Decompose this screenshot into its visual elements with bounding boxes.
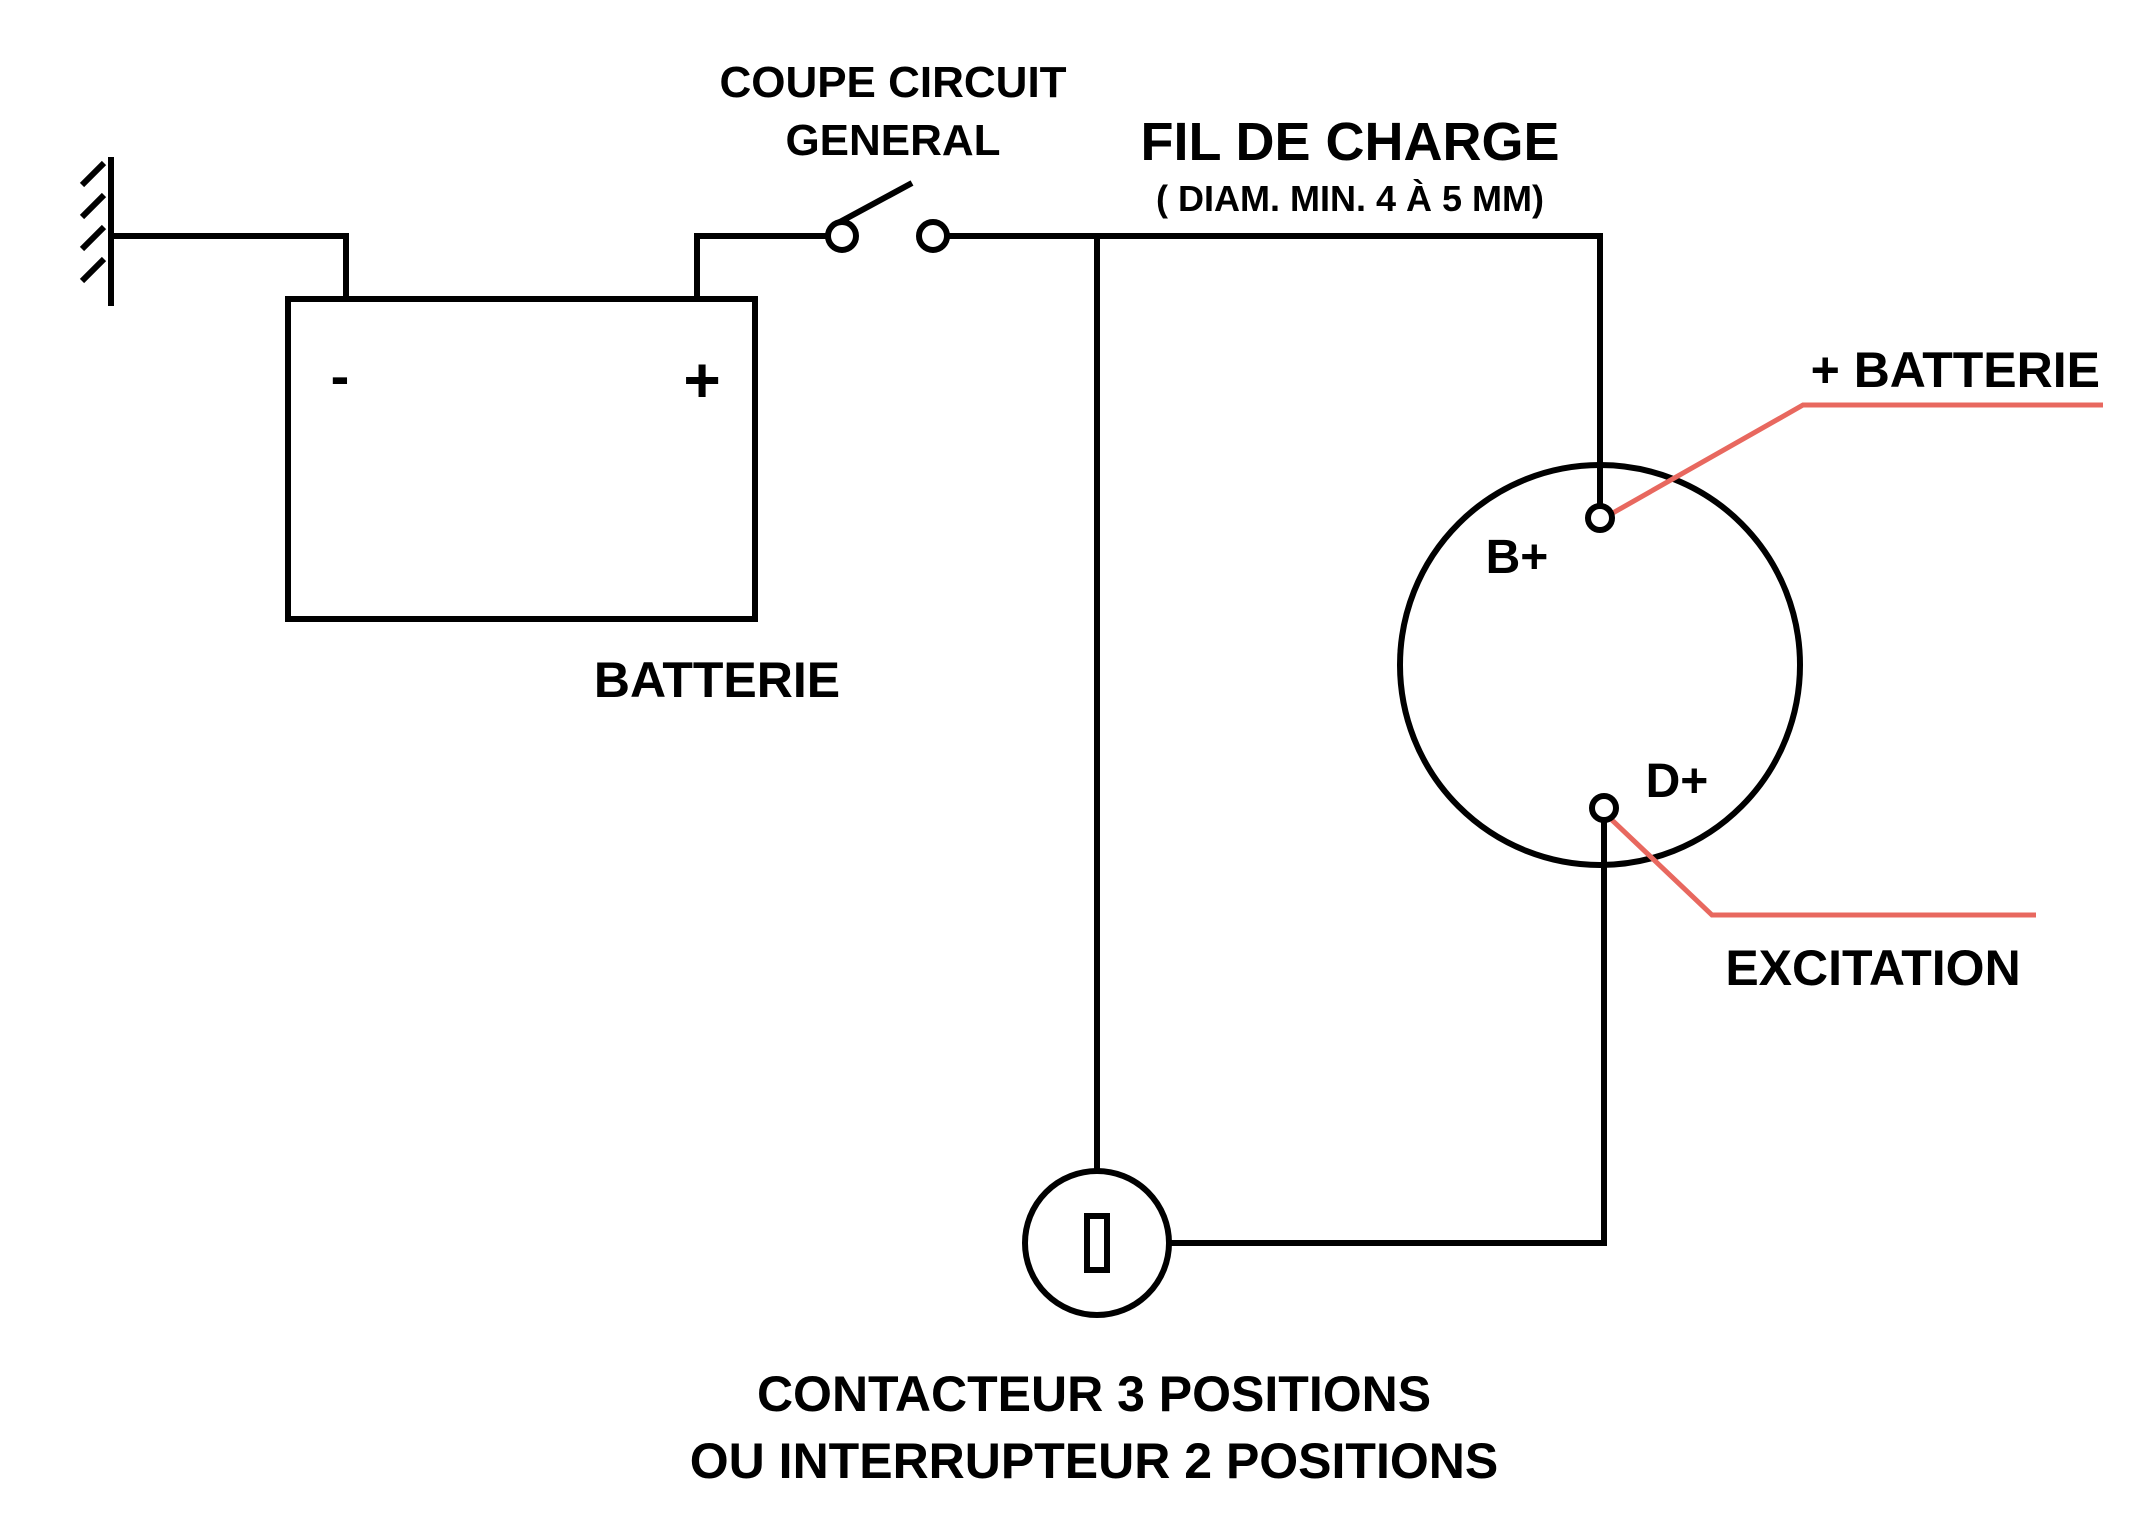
knife-switch-icon [825, 180, 950, 253]
contactor-label-line2: OU INTERRUPTEUR 2 POSITIONS [690, 1433, 1498, 1489]
terminal-d-plus-label: D+ [1646, 755, 1709, 808]
battery-minus-sign: - [331, 344, 350, 407]
ground-wire [111, 233, 349, 299]
excitation-return-wire [1170, 820, 1607, 1246]
charge-wire-title: FIL DE CHARGE [1140, 112, 1559, 172]
key-switch-icon [1022, 1168, 1172, 1318]
terminal-d-plus [1589, 793, 1619, 823]
switch-label-line1: COUPE CIRCUIT [719, 58, 1066, 107]
plus-battery-label: + BATTERIE [1811, 342, 2100, 398]
terminal-b-plus [1585, 503, 1615, 533]
battery-plus-sign: + [683, 344, 720, 416]
battery-label: BATTERIE [594, 652, 840, 708]
excitation-label: EXCITATION [1725, 940, 2020, 996]
switch-label-line2: GENERAL [785, 116, 1000, 165]
battery-positive-wire [694, 233, 828, 299]
battery-box [285, 296, 758, 622]
contactor-label-line1: CONTACTEUR 3 POSITIONS [757, 1366, 1431, 1422]
plus-battery-wire [1602, 402, 2103, 521]
alternator-circle [1397, 462, 1803, 868]
charge-wire [947, 233, 1603, 506]
excitation-wire [1610, 818, 2036, 918]
terminal-b-plus-label: B+ [1486, 531, 1549, 584]
ground-symbol-icon [79, 157, 114, 306]
charge-wire-subtitle: ( DIAM. MIN. 4 À 5 MM) [1156, 178, 1544, 219]
